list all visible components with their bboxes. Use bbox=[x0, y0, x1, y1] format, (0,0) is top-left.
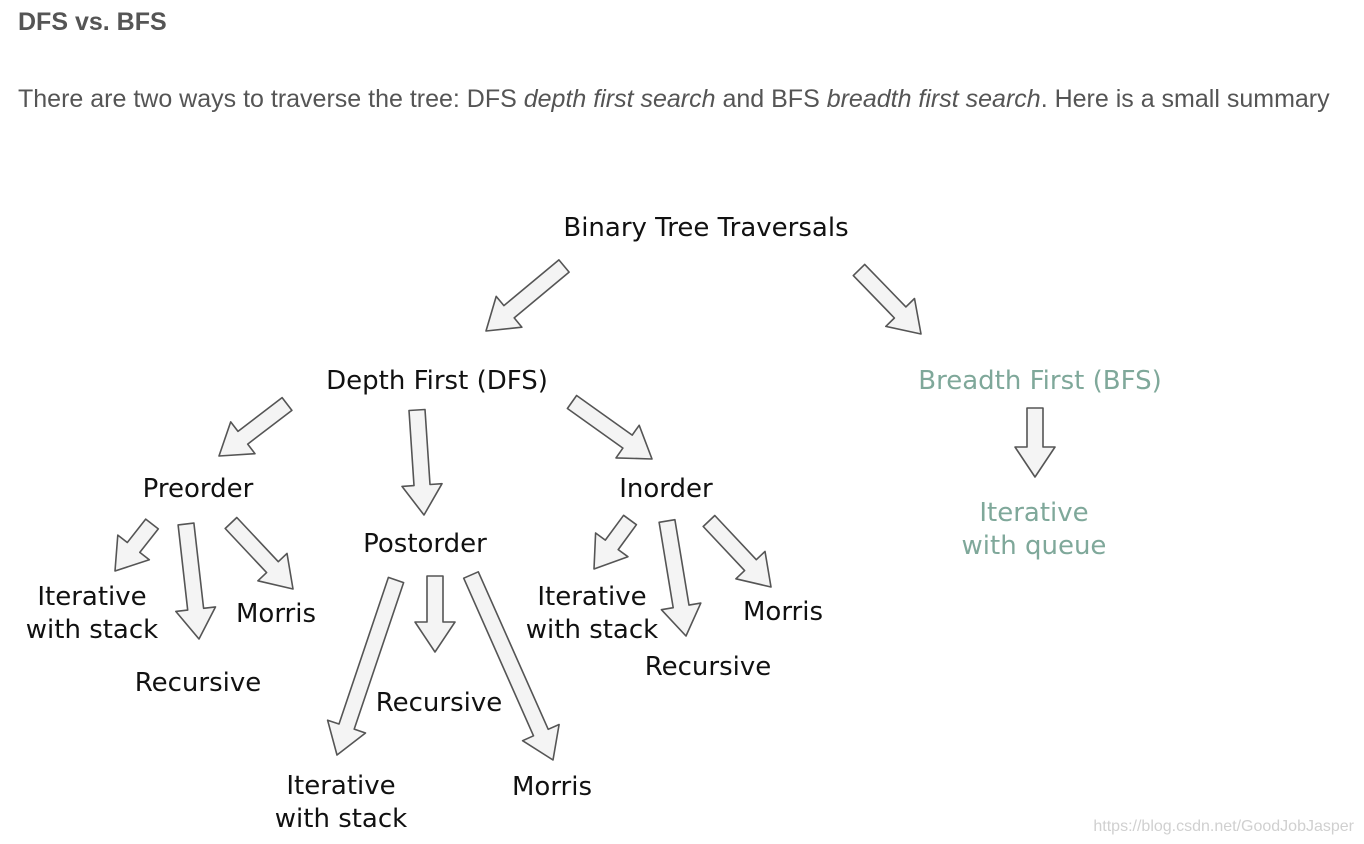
node-bfs: Breadth First (BFS) bbox=[918, 366, 1161, 396]
intro-text-3: . Here is a small summary bbox=[1040, 85, 1330, 113]
inorder-recursive: Recursive bbox=[645, 652, 772, 682]
inorder-iterative-line1: Iterative bbox=[537, 582, 646, 612]
postorder-morris: Morris bbox=[512, 772, 592, 802]
node-root: Binary Tree Traversals bbox=[563, 213, 848, 243]
intro-dfs-term: depth first search bbox=[523, 85, 716, 113]
arrow-bfs-to-iterative bbox=[1014, 407, 1056, 478]
watermark: https://blog.csdn.net/GoodJobJasper bbox=[1093, 818, 1354, 835]
arrow-dfs-to-postorder bbox=[401, 408, 443, 516]
arrow-root-to-dfs bbox=[485, 259, 570, 332]
arrow-inorder-to-morris bbox=[702, 514, 772, 588]
bfs-iterative-line2: with queue bbox=[962, 531, 1107, 561]
arrow-postorder-to-morris bbox=[462, 570, 560, 761]
postorder-iterative-line2: with stack bbox=[275, 804, 407, 834]
arrow-dfs-to-inorder bbox=[566, 394, 653, 460]
node-preorder: Preorder bbox=[143, 474, 254, 504]
arrow-preorder-to-morris bbox=[224, 516, 294, 590]
bfs-iterative-line1: Iterative bbox=[979, 498, 1088, 528]
node-postorder: Postorder bbox=[363, 529, 487, 559]
preorder-iterative-line2: with stack bbox=[26, 615, 158, 645]
arrow-root-to-bfs bbox=[852, 263, 922, 335]
arrow-inorder-to-iterative bbox=[593, 514, 638, 570]
preorder-recursive: Recursive bbox=[135, 668, 262, 698]
preorder-morris: Morris bbox=[236, 599, 316, 629]
node-inorder: Inorder bbox=[619, 474, 713, 504]
postorder-recursive: Recursive bbox=[376, 688, 503, 718]
arrow-postorder-to-recursive bbox=[414, 575, 456, 653]
diagram-arrows bbox=[114, 259, 1056, 761]
intro-text-2: and BFS bbox=[715, 85, 827, 113]
intro-paragraph: There are two ways to traverse the tree:… bbox=[18, 78, 1338, 120]
section-heading: DFS vs. BFS bbox=[18, 8, 167, 36]
intro-bfs-term: breadth first search bbox=[826, 85, 1041, 113]
arrow-preorder-to-iterative bbox=[114, 518, 160, 572]
arrow-preorder-to-recursive bbox=[175, 522, 217, 640]
arrow-dfs-to-preorder bbox=[218, 396, 293, 457]
arrow-inorder-to-recursive bbox=[658, 518, 702, 637]
preorder-iterative-line1: Iterative bbox=[37, 582, 146, 612]
intro-text-1: There are two ways to traverse the tree:… bbox=[18, 85, 524, 113]
inorder-iterative-line2: with stack bbox=[526, 615, 658, 645]
arrow-postorder-to-iterative bbox=[326, 576, 405, 756]
postorder-iterative-line1: Iterative bbox=[286, 771, 395, 801]
node-dfs: Depth First (DFS) bbox=[326, 366, 548, 396]
inorder-morris: Morris bbox=[743, 597, 823, 627]
